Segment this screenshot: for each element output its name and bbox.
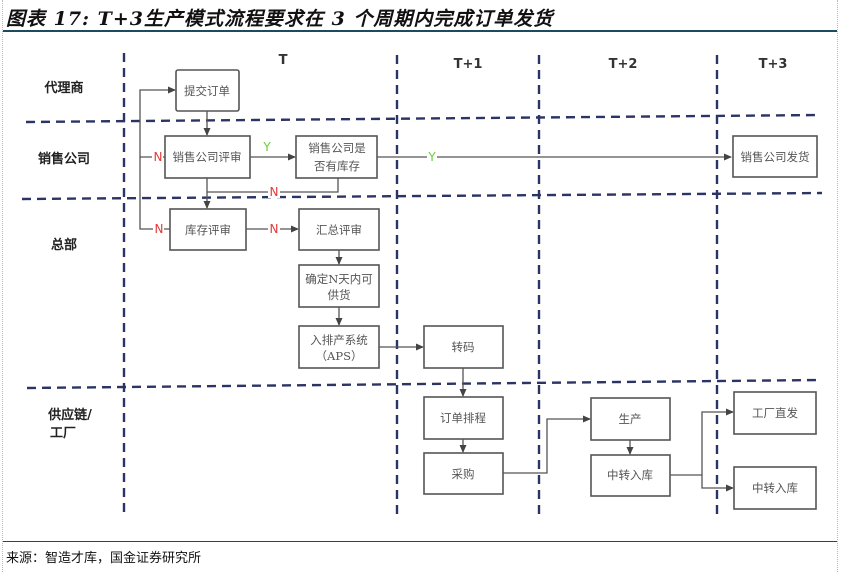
svg-text:转码: 转码 bbox=[452, 340, 475, 354]
frame-right-border bbox=[837, 0, 838, 572]
svg-text:供货: 供货 bbox=[328, 288, 351, 302]
lane-label-hq: 总部 bbox=[51, 237, 77, 253]
svg-text:销售公司发货: 销售公司发货 bbox=[741, 150, 810, 164]
edge-label-bg bbox=[268, 186, 280, 198]
svg-text:（APS）: （APS） bbox=[316, 349, 363, 363]
box-sales-review: 销售公司评审 bbox=[164, 135, 251, 179]
edge-procurement-to-production bbox=[503, 415, 591, 474]
edge-label-bg bbox=[153, 223, 164, 235]
svg-text:汇总评审: 汇总评审 bbox=[316, 223, 362, 237]
box-transfer-in-2: 中转入库 bbox=[733, 466, 817, 510]
box-summary-review: 汇总评审 bbox=[298, 208, 380, 251]
box-transfer-in: 中转入库 bbox=[590, 454, 671, 497]
edge-label-bg bbox=[268, 223, 280, 235]
lane-label-sales: 销售公司 bbox=[38, 151, 90, 167]
edge-label-no-1: N bbox=[270, 185, 279, 199]
svg-text:采购: 采购 bbox=[452, 467, 475, 481]
edge-label-yes-1: Y bbox=[262, 140, 271, 154]
lane-divider-2 bbox=[21, 191, 823, 201]
edge-label-no-3: N bbox=[155, 222, 164, 236]
edge-label-bg bbox=[427, 151, 437, 163]
box-procurement: 采购 bbox=[423, 452, 504, 495]
box-confirm-supply: 确定N天内可 供货 bbox=[298, 264, 380, 308]
edge-to-factory-direct bbox=[701, 408, 734, 475]
svg-text:中转入库: 中转入库 bbox=[607, 468, 653, 482]
box-sales-ship: 销售公司发货 bbox=[732, 135, 818, 178]
box-order-schedule: 订单排程 bbox=[423, 396, 504, 440]
period-label-t: T bbox=[279, 53, 288, 68]
box-production: 生产 bbox=[590, 397, 671, 441]
edge-label-no-4: N bbox=[270, 222, 279, 236]
source-rule bbox=[3, 541, 837, 542]
box-inventory-review: 库存评审 bbox=[169, 208, 247, 251]
edge-label-yes-2: Y bbox=[427, 150, 436, 164]
svg-text:销售公司是: 销售公司是 bbox=[308, 141, 366, 155]
svg-text:提交订单: 提交订单 bbox=[184, 84, 230, 98]
period-label-t1: T+1 bbox=[454, 57, 483, 72]
svg-text:中转入库: 中转入库 bbox=[752, 481, 798, 495]
box-aps: 入排产系统 （APS） bbox=[298, 325, 380, 369]
box-submit-order: 提交订单 bbox=[175, 69, 240, 112]
source-note: 来源：智造才库，国金证券研究所 bbox=[6, 551, 202, 566]
svg-text:库存评审: 库存评审 bbox=[185, 223, 231, 237]
frame-left-border bbox=[2, 0, 3, 572]
svg-text:销售公司评审: 销售公司评审 bbox=[173, 150, 242, 164]
edge-label-no-2: N bbox=[154, 150, 163, 164]
lane-label-agent: 代理商 bbox=[43, 80, 83, 96]
lane-divider-1 bbox=[25, 113, 821, 124]
period-label-t2: T+2 bbox=[609, 57, 638, 72]
box-factory-direct: 工厂直发 bbox=[733, 391, 817, 435]
period-label-t3: T+3 bbox=[759, 57, 788, 72]
svg-text:生产: 生产 bbox=[619, 412, 642, 426]
svg-text:确定N天内可: 确定N天内可 bbox=[305, 272, 373, 286]
svg-text:入排产系统: 入排产系统 bbox=[310, 333, 368, 347]
edge-stock-no bbox=[207, 178, 339, 193]
svg-text:订单排程: 订单排程 bbox=[440, 411, 486, 425]
figure-title: 图表 17: T+3生产模式流程要求在 3 个周期内完成订单发货 bbox=[6, 8, 554, 30]
lane-label-factory: 工厂 bbox=[50, 426, 76, 441]
svg-text:否有库存: 否有库存 bbox=[314, 159, 360, 173]
box-sales-stock-check: 销售公司是 否有库存 bbox=[295, 135, 378, 179]
title-rule bbox=[3, 30, 837, 32]
lane-divider-3 bbox=[26, 378, 821, 390]
edge-label-bg bbox=[152, 151, 163, 163]
lane-label-supply-chain: 供应链/ bbox=[47, 407, 92, 423]
svg-text:工厂直发: 工厂直发 bbox=[752, 406, 798, 420]
box-transcode: 转码 bbox=[423, 325, 504, 369]
edge-to-transfer-2 bbox=[701, 475, 734, 492]
